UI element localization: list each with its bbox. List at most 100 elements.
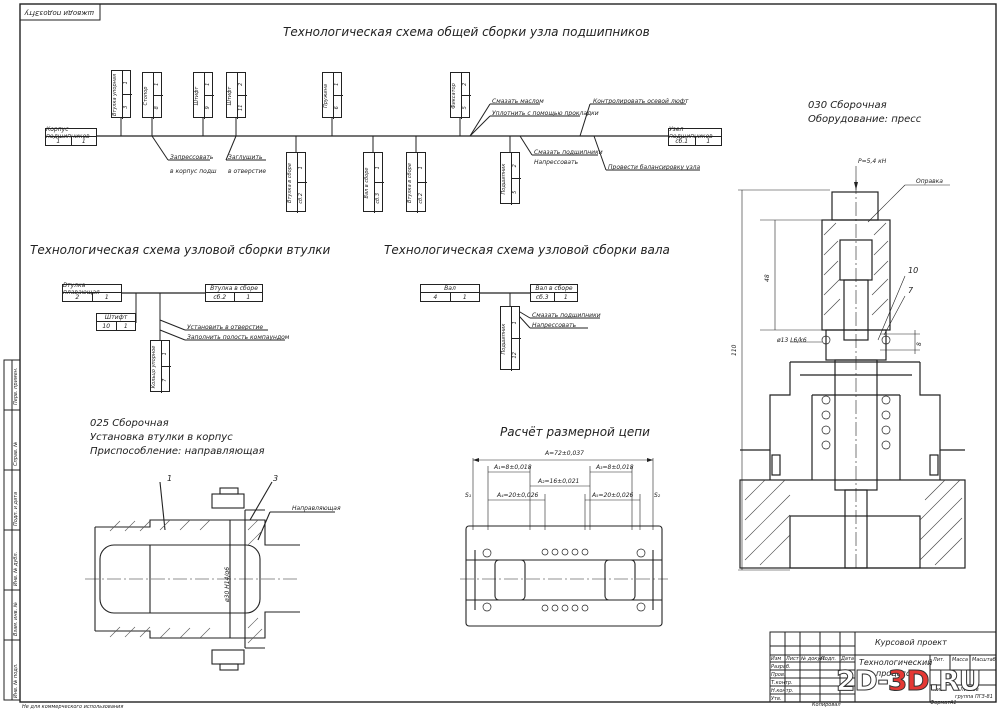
- bushing-pin-qty: 1: [123, 322, 128, 330]
- part-bottom-2-pos: сб.3: [374, 182, 384, 213]
- tb-course: Курсовой проект: [875, 638, 947, 647]
- shaft-result-name: Вал в сборе: [531, 285, 577, 293]
- shaft-note-2: Напрессовать: [532, 322, 577, 329]
- dim-a5: A₅=20±0,026: [592, 492, 634, 499]
- shaft-bearing-box: Подшипник 12 1: [500, 306, 521, 371]
- dim-a-total: A=72±0,037: [545, 450, 584, 457]
- bushing-result-name: Втулка в сборе: [206, 285, 262, 293]
- result-assembly-name: Узел подшипников: [669, 126, 721, 140]
- tb-row-izm: Изм: [771, 656, 782, 662]
- part-top-4-name: Штифт: [227, 73, 238, 119]
- shaft-result-pos: сб.3: [531, 293, 555, 301]
- bushing-ring-pos: 7: [161, 366, 171, 393]
- tb-row-sign: Подп.: [821, 656, 837, 662]
- op030-mandrel: Оправка: [916, 178, 943, 185]
- shaft-result-qty: 1: [563, 293, 568, 301]
- note-press-in-2: в корпус подш: [170, 168, 217, 175]
- tb-role-4: Н.контр.: [771, 688, 794, 694]
- note-balance: Провести балансировку узла: [608, 164, 701, 171]
- shaft-bearing-qty: 1: [511, 321, 518, 325]
- tb-group: группа ПГЗ-81: [955, 694, 993, 700]
- bushing-result-qty: 1: [246, 293, 251, 301]
- shaft-bearing-pos: 12: [511, 338, 521, 371]
- tb-role-5: Утв.: [771, 696, 782, 702]
- tb-format: Формат: [930, 700, 951, 706]
- part-box-top-4: Штифт 11 2: [226, 72, 247, 119]
- main-scheme-title: Технологическая схема общей сборки узла …: [283, 25, 650, 39]
- corner-stamp: шжводи подозЗfту: [24, 9, 94, 17]
- dim-s1: S₁: [465, 492, 472, 499]
- op030-line1: 030 Сборочная: [808, 100, 887, 111]
- tb-format-val: А1: [950, 700, 957, 706]
- bushing-base-name: Втулка плавающая: [63, 282, 121, 296]
- bushing-result-pos: сб.2: [206, 293, 235, 301]
- tb-doc-title-2: процесс: [876, 669, 911, 678]
- dim-a2: A₂=16±0,021: [538, 478, 580, 485]
- bushing-base-pos: 2: [63, 293, 93, 301]
- result-assembly-pos: сб.1: [669, 137, 696, 145]
- part-bottom-3-pos: сб.2: [417, 182, 427, 213]
- part-bottom-1-pos: сб.2: [297, 182, 307, 213]
- part-top-4-pos: 11: [237, 95, 247, 119]
- part-top-3-qty: 1: [204, 82, 211, 86]
- tb-row-list: Лист: [786, 656, 799, 662]
- note-plug: Заглушить: [228, 154, 263, 161]
- part-box-bottom-3: Втулка в сборе сб.2 1: [406, 152, 427, 213]
- op025-fit: ø30 H14/g6: [224, 566, 231, 602]
- dim-chain-title: Расчёт размерной цепи: [500, 425, 650, 439]
- part-top-2-pos: 8: [153, 95, 163, 119]
- part-bottom-2-name: Вал в сборе: [364, 153, 375, 213]
- shaft-bearing-name: Подшипник: [501, 307, 512, 371]
- left-strip-podp: Подп. и дата: [13, 491, 19, 526]
- note-press: Напрессовать: [534, 159, 579, 166]
- left-strip-sprav: Справ. №: [13, 441, 19, 466]
- part-top-2-name: Стопор: [143, 73, 154, 119]
- shaft-note-1: Смазать подшипники: [532, 312, 601, 319]
- base-part-name: Корпус подшипников: [46, 126, 96, 140]
- part-top-6-name: Фиксатор: [451, 73, 462, 119]
- dim-s2: S₂: [654, 492, 661, 499]
- watermark-part1: 2D-: [836, 664, 890, 698]
- op025-line2: Установка втулки в корпус: [90, 432, 233, 443]
- note-press-in: Запрессовать: [170, 154, 214, 161]
- left-strip-note: Не для коммерческого использования: [22, 704, 124, 710]
- tb-role-1: Разраб.: [771, 664, 791, 670]
- op025-line1: 025 Сборочная: [90, 418, 169, 429]
- part-bottom-2-qty: 1: [374, 166, 381, 170]
- tb-doc-title-1: Технологический: [859, 658, 933, 667]
- op025-line3: Приспособление: направляющая: [90, 446, 265, 457]
- left-strip-inv-podl: Инв. № подл.: [13, 663, 19, 699]
- op030-dim-110: 110: [731, 344, 738, 356]
- part-bottom-4-name: Подшипник: [501, 153, 512, 205]
- op025-callout-1: 1: [167, 474, 173, 483]
- op030-dim-48: 48: [764, 274, 771, 282]
- part-bottom-1-name: Втулка в сборе: [287, 153, 298, 213]
- op030-callout-10: 10: [908, 266, 919, 275]
- tb-row-doc: № докум.: [801, 656, 826, 662]
- tb-role-2: Пров.: [771, 672, 786, 678]
- part-bottom-3-qty: 1: [417, 166, 424, 170]
- part-top-1-name: Втулка упорная: [112, 71, 123, 119]
- result-assembly-qty: 1: [706, 137, 711, 145]
- part-top-4-qty: 2: [237, 82, 244, 86]
- watermark-logo: 2D-3D.RU: [836, 664, 983, 698]
- base-part-qty: 1: [81, 137, 86, 145]
- part-bottom-3-name: Втулка в сборе: [407, 153, 418, 213]
- part-top-3-name: Штифт: [194, 73, 205, 119]
- part-top-5-qty: 1: [333, 82, 340, 86]
- part-top-6-qty: 2: [461, 82, 468, 86]
- op025-callout-3: 3: [273, 474, 279, 483]
- part-top-1-qty: 1: [122, 81, 129, 85]
- bushing-scheme-title: Технологическая схема узловой сборки вту…: [30, 243, 331, 257]
- part-bottom-1-qty: 1: [297, 166, 304, 170]
- bushing-ring-qty: 1: [161, 352, 168, 356]
- note-seal: Уплотнить с помощью прокладки: [492, 110, 599, 117]
- part-box-bottom-2: Вал в сборе сб.3 1: [363, 152, 384, 213]
